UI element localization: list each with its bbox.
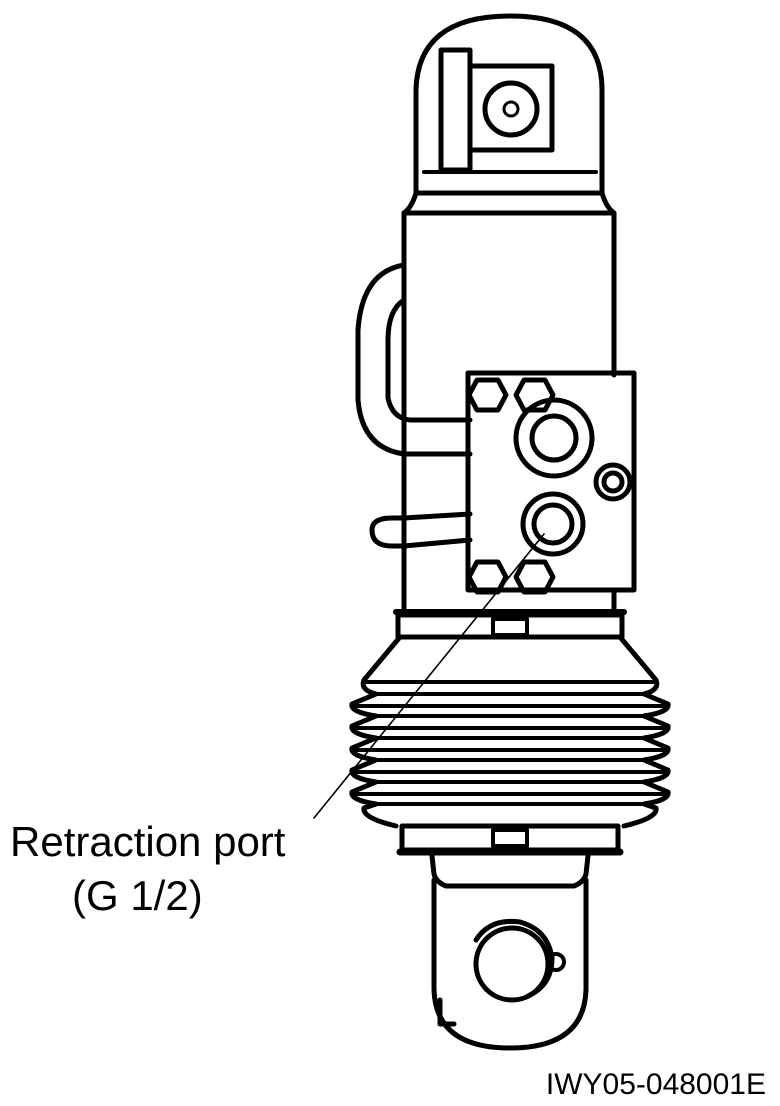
lower-band xyxy=(396,823,624,856)
bolt-top-right xyxy=(513,377,556,413)
bottom-clevis xyxy=(429,853,591,1051)
short-pipe xyxy=(369,511,473,549)
upper-port xyxy=(513,397,595,479)
bellows-boot xyxy=(349,634,671,829)
callout-leader-line xyxy=(313,533,545,819)
callout-label-line-1: Retraction port xyxy=(10,818,286,865)
bolt-bottom-right xyxy=(513,559,556,595)
valve-block xyxy=(465,370,637,595)
retraction-port xyxy=(520,491,586,557)
bolt-top-left xyxy=(466,377,509,413)
loop-pipe xyxy=(355,262,473,457)
callout-label-line-2: (G 1/2) xyxy=(72,872,203,919)
top-clevis xyxy=(413,13,605,196)
upper-band xyxy=(393,609,627,640)
figure-reference-id: IWY05-048001E xyxy=(546,1068,766,1101)
small-plug xyxy=(593,462,633,502)
neck-shoulder xyxy=(401,190,617,216)
